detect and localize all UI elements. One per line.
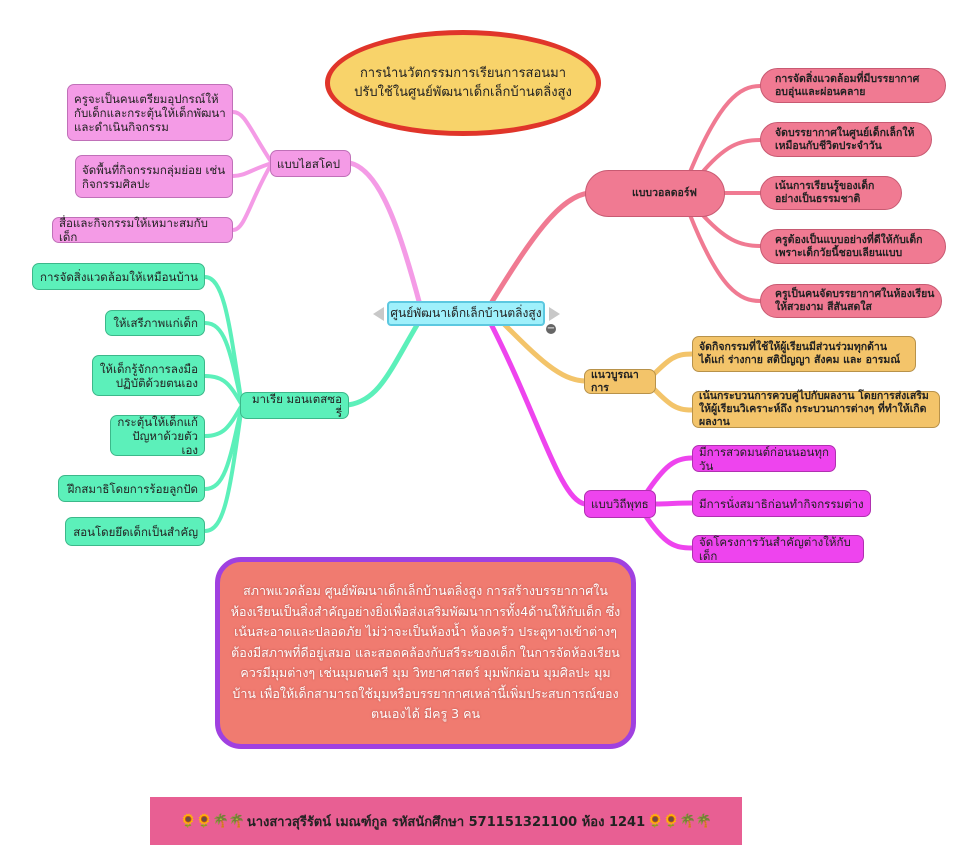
highscope-item[interactable]: จัดพื้นที่กิจกรรมกลุ่มย่อย เช่น กิจกรรมศ… xyxy=(75,155,233,198)
description-text: สภาพแวดล้อม ศูนย์พัฒนาเด็กเล็กบ้านตลิ่งส… xyxy=(230,583,621,722)
branch-buddhist[interactable]: แบบวิถีพุทธ xyxy=(584,490,656,518)
montessori-item[interactable]: ให้เด็กรู้จักการลงมือปฏิบัติด้วยตนเอง xyxy=(92,355,205,396)
branch-integrated[interactable]: แนวบูรณาการ xyxy=(584,369,656,394)
buddhist-item[interactable]: จัดโครงการวันสำคัญต่างให้กับเด็ก xyxy=(692,535,864,563)
montessori-item[interactable]: สอนโดยยึดเด็กเป็นสำคัญ xyxy=(65,517,205,546)
collapse-right-arrow-icon[interactable] xyxy=(549,307,560,321)
collapse-minus-icon[interactable]: − xyxy=(546,323,556,334)
waldorf-item[interactable]: ครูเป็นคนจัดบรรยากาศในห้องเรียนให้สวยงาม… xyxy=(760,284,942,318)
title-line-2: ปรับใช้ในศูนย์พัฒนาเด็กเล็กบ้านตลิ่งสูง xyxy=(354,85,572,100)
title-line-1: การนำนวัตกรรมการเรียนการสอนมา xyxy=(359,66,567,81)
highscope-item[interactable]: ครูจะเป็นคนเตรียมอุปกรณ์ให้กับเด็กและกระ… xyxy=(67,84,233,141)
waldorf-item[interactable]: จัดบรรยากาศในศูนย์เด็กเล็กให้เหมือนกับชี… xyxy=(760,122,932,157)
integrated-item[interactable]: เน้นกระบวนการควบคู่ไปกับผลงาน โดยการส่งเ… xyxy=(692,390,940,428)
footer-text: นางสาวสุรีรัตน์ เมณฑ์กูล รหัสนักศึกษา 57… xyxy=(246,814,646,830)
branch-waldorf[interactable]: แบบวอลดอร์ฟ xyxy=(585,170,725,217)
montessori-item[interactable]: การจัดสิ่งแวดล้อมให้เหมือนบ้าน xyxy=(32,263,205,290)
collapse-left-arrow-icon[interactable] xyxy=(373,307,384,321)
montessori-item[interactable]: ฝึกสมาธิโดยการร้อยลูกปัด xyxy=(58,475,205,502)
sunflower-palm-icon: 🌻🌻🌴🌴 xyxy=(180,813,245,829)
montessori-item[interactable]: ให้เสรีภาพแก่เด็ก xyxy=(105,310,205,336)
sunflower-palm-icon: 🌻🌻🌴🌴 xyxy=(647,813,712,829)
integrated-item[interactable]: จัดกิจกรรมที่ใช้ให้ผู้เรียนมีส่วนร่วมทุก… xyxy=(692,336,916,372)
buddhist-item[interactable]: มีการนั่งสมาธิก่อนทำกิจกรรมต่าง xyxy=(692,490,871,517)
branch-montessori[interactable]: มาเรีย มอนเตสซอรี่ xyxy=(240,392,349,420)
description-box: สภาพแวดล้อม ศูนย์พัฒนาเด็กเล็กบ้านตลิ่งส… xyxy=(215,557,636,749)
central-topic[interactable]: ศูนย์พัฒนาเด็กเล็กบ้านตลิ่งสูง xyxy=(387,301,545,326)
waldorf-item[interactable]: เน้นการเรียนรู้ของเด็กอย่างเป็นธรรมชาติ xyxy=(760,176,902,210)
montessori-item[interactable]: กระตุ้นให้เด็กแก้ปัญหาด้วยตัวเอง xyxy=(110,415,205,457)
footer-banner: 🌻🌻🌴🌴 นางสาวสุรีรัตน์ เมณฑ์กูล รหัสนักศึก… xyxy=(150,797,742,845)
buddhist-item[interactable]: มีการสวดมนต์ก่อนนอนทุกวัน xyxy=(692,445,836,473)
waldorf-item[interactable]: ครูต้องเป็นแบบอย่างที่ดีให้กับเด็กเพราะเ… xyxy=(760,229,946,264)
waldorf-item[interactable]: การจัดสิ่งแวดล้อมที่มีบรรยากาศอบอุ่นและผ… xyxy=(760,68,946,103)
title-ellipse: การนำนวัตกรรมการเรียนการสอนมาปรับใช้ในศู… xyxy=(325,30,601,136)
highscope-item[interactable]: สื่อและกิจกรรมให้เหมาะสมกับเด็ก xyxy=(52,216,233,244)
branch-highscope[interactable]: แบบไฮสโคป xyxy=(270,150,351,177)
